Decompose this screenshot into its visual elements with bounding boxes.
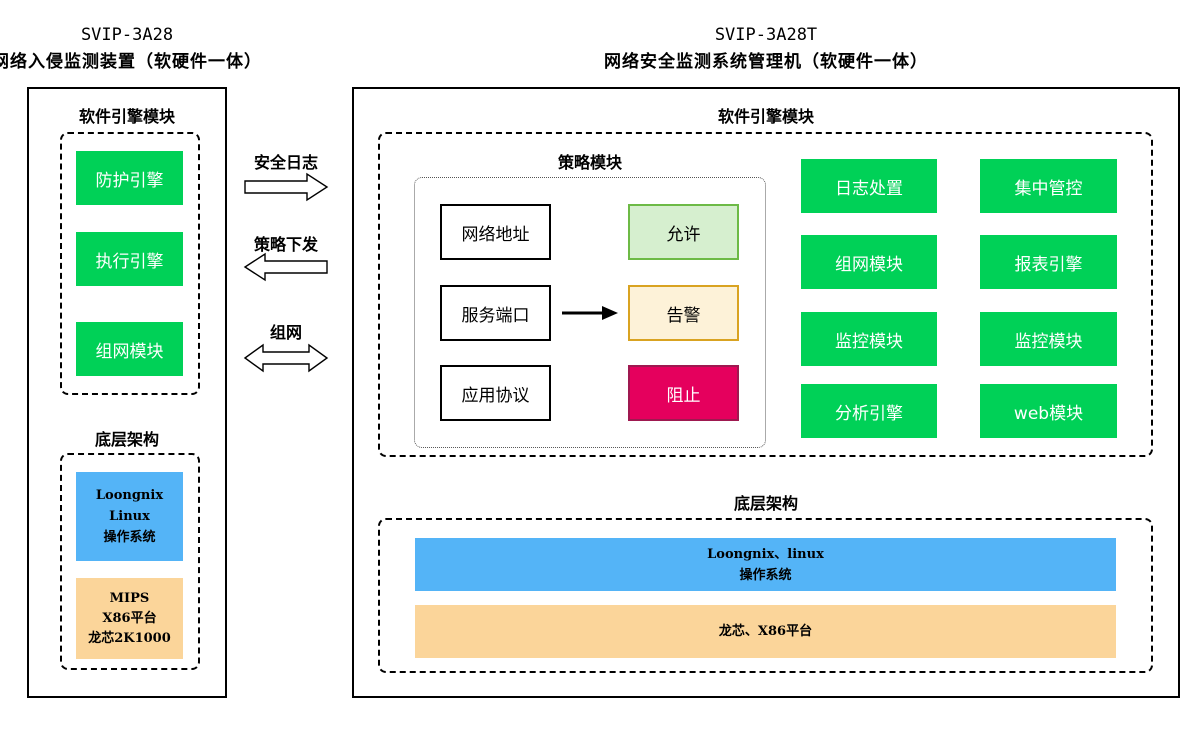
left-os-line-3: 操作系统 <box>103 530 156 545</box>
right-software-section <box>378 132 1153 457</box>
policy-input-service-port: 服务端口 <box>440 285 551 341</box>
left-os-line-1: Loongnix <box>95 488 164 503</box>
link-label-policy-dispatch: 策略下发 <box>253 235 318 254</box>
left-base-section <box>60 453 200 670</box>
left-module-execution-engine: 执行引擎 <box>76 232 183 286</box>
module-networking: 组网模块 <box>801 235 937 289</box>
module-central-control: 集中管控 <box>980 159 1117 213</box>
right-hollow-arrow <box>244 172 329 202</box>
double-hollow-arrow <box>243 343 329 373</box>
policy-output-alert: 告警 <box>628 285 739 341</box>
policy-output-allow: 允许 <box>628 204 739 260</box>
left-software-label: 软件引擎模块 <box>78 107 175 126</box>
right-device-name: 网络安全监测系统管理机（软硬件一体） <box>604 52 928 72</box>
right-base-section <box>378 518 1153 673</box>
right-base-label: 底层架构 <box>733 494 798 513</box>
policy-input-app-protocol: 应用协议 <box>440 365 551 421</box>
policy-module-label: 策略模块 <box>557 153 622 172</box>
left-os-block: Loongnix Linux 操作系统 <box>76 472 183 561</box>
left-hollow-arrow <box>243 252 328 282</box>
module-monitoring-1: 监控模块 <box>801 312 937 366</box>
policy-input-network-address: 网络地址 <box>440 204 551 260</box>
right-platform-block: 龙芯、X86平台 <box>415 605 1116 658</box>
left-module-protection-engine: 防护引擎 <box>76 151 183 205</box>
module-analysis-engine: 分析引擎 <box>801 384 937 438</box>
left-platform-block: MIPS X86平台 龙芯2K1000 <box>76 578 183 659</box>
link-label-security-log: 安全日志 <box>253 153 318 172</box>
left-device-model: SVIP-3A28 <box>80 25 174 45</box>
right-os-line-1: Loongnix、linux <box>707 546 824 562</box>
left-module-networking: 组网模块 <box>76 322 183 376</box>
right-os-block: Loongnix、linux 操作系统 <box>415 538 1116 591</box>
left-platform-line-3: 龙芯2K1000 <box>88 630 171 646</box>
right-device-model: SVIP-3A28T <box>714 25 818 45</box>
policy-module-box <box>414 177 766 448</box>
module-monitoring-2: 监控模块 <box>980 312 1117 366</box>
link-label-networking: 组网 <box>269 323 302 342</box>
right-software-label: 软件引擎模块 <box>717 107 814 126</box>
policy-output-block: 阻止 <box>628 365 739 421</box>
module-log-handling: 日志处置 <box>801 159 937 213</box>
left-platform-line-1: MIPS <box>109 590 150 606</box>
left-device-name: 网络入侵监测装置（软硬件一体） <box>0 52 262 72</box>
module-report-engine: 报表引擎 <box>980 235 1117 289</box>
module-web: web模块 <box>980 384 1117 438</box>
left-device-frame <box>27 87 227 698</box>
right-os-line-2: 操作系统 <box>739 567 792 583</box>
left-software-section <box>60 132 200 395</box>
left-base-label: 底层架构 <box>94 430 159 449</box>
right-device-frame <box>352 87 1180 698</box>
left-platform-line-2: X86平台 <box>102 610 157 626</box>
left-os-line-2: Linux <box>109 509 150 524</box>
policy-arrow-icon <box>562 306 618 320</box>
